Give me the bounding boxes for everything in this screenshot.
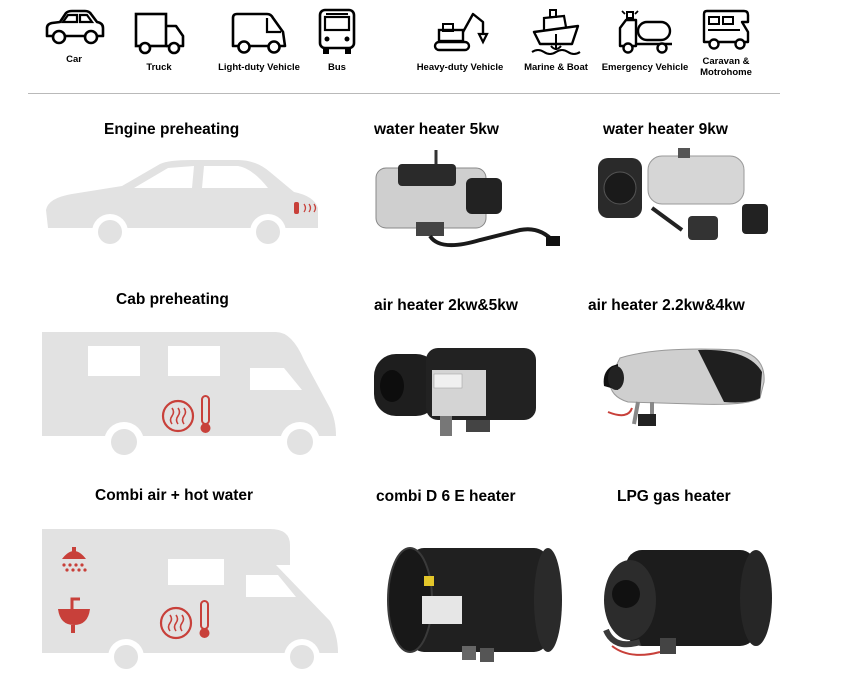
vehicle-truck: Truck xyxy=(130,6,188,73)
air-heater-2-2kw-4kw-image xyxy=(603,348,765,426)
combi-d6e-heater-image xyxy=(387,547,562,662)
heat-icon xyxy=(161,399,195,433)
truck-icon xyxy=(134,12,185,55)
vehicle-label-line2: Motrohome xyxy=(700,67,752,78)
product-title: water heater 5kw xyxy=(374,121,499,138)
boat-icon xyxy=(531,9,581,55)
application-title: Cab preheating xyxy=(116,291,229,308)
vehicle-label: Caravan & xyxy=(702,56,750,67)
header-divider xyxy=(28,93,780,94)
vehicle-label: Bus xyxy=(328,62,346,73)
application-title: Combi air + hot water xyxy=(95,487,254,504)
excavator-icon xyxy=(433,12,489,52)
water-heater-9kw-image xyxy=(598,148,768,240)
air-heater-2kw-5kw-image xyxy=(374,348,536,436)
sink-icon xyxy=(58,609,90,625)
vehicle-label: Heavy-duty Vehicle xyxy=(416,62,504,73)
vehicle-label: Truck xyxy=(146,62,172,73)
caravan-silhouette-image xyxy=(42,529,338,675)
vehicle-car: Car xyxy=(40,6,108,65)
caravan-icon xyxy=(702,9,750,50)
vehicle-light-duty: Light-duty Vehicle xyxy=(213,6,305,73)
product-title: LPG gas heater xyxy=(617,488,731,505)
vehicle-label: Emergency Vehicle xyxy=(601,62,689,73)
vehicle-caravan: Caravan & Motrohome xyxy=(694,6,758,78)
vehicle-emergency: Emergency Vehicle xyxy=(600,6,690,73)
bus-icon xyxy=(318,8,356,54)
tanker-truck-icon xyxy=(618,10,672,54)
vehicle-label: Light-duty Vehicle xyxy=(218,62,300,73)
thermometer-icon xyxy=(294,202,299,214)
vehicle-label: Marine & Boat xyxy=(524,62,588,73)
car-icon xyxy=(45,9,105,45)
van-icon xyxy=(231,12,287,54)
vehicle-heavy-duty: Heavy-duty Vehicle xyxy=(413,6,507,73)
water-heater-5kw-image xyxy=(375,150,560,248)
product-title: water heater 9kw xyxy=(603,121,728,138)
vehicle-bus: Bus xyxy=(312,6,362,73)
lpg-gas-heater-image xyxy=(603,550,772,656)
heat-icon xyxy=(159,606,193,640)
vehicle-label: Car xyxy=(66,54,82,65)
product-title: combi D 6 E heater xyxy=(376,488,516,505)
vehicle-marine: Marine & Boat xyxy=(519,6,593,73)
motorhome-silhouette-image xyxy=(42,332,336,462)
car-silhouette-image xyxy=(46,160,318,250)
shower-icon xyxy=(62,551,86,559)
heat-icon xyxy=(303,203,317,213)
product-title: air heater 2.2kw&4kw xyxy=(588,297,745,314)
product-title: air heater 2kw&5kw xyxy=(374,297,518,314)
application-title: Engine preheating xyxy=(104,121,240,138)
